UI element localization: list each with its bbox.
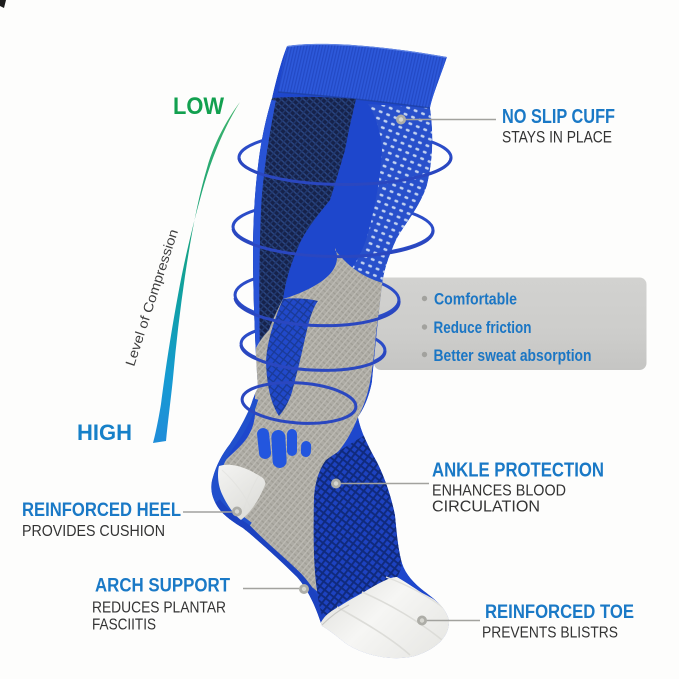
svg-text:CIRCULATION: CIRCULATION: [432, 499, 540, 516]
svg-text:NO SLIP CUFF: NO SLIP CUFF: [502, 106, 615, 128]
svg-text:REINFORCED HEEL: REINFORCED HEEL: [22, 499, 181, 521]
svg-text:REINFORCED TOE: REINFORCED TOE: [485, 601, 634, 623]
svg-text:STAYS IN PLACE: STAYS IN PLACE: [502, 129, 612, 147]
svg-text:Reduce friction: Reduce friction: [434, 318, 532, 337]
svg-text:Comfortable: Comfortable: [434, 290, 517, 309]
svg-text:REDUCES PLANTAR: REDUCES PLANTAR: [92, 600, 226, 617]
svg-text:FASCIITIS: FASCIITIS: [92, 617, 156, 634]
svg-text:LOW: LOW: [173, 93, 224, 120]
svg-text:HIGH: HIGH: [77, 420, 132, 445]
svg-text:ANKLE PROTECTION: ANKLE PROTECTION: [432, 460, 604, 482]
svg-text:PREVENTS BLISTRS: PREVENTS BLISTRS: [482, 625, 618, 642]
svg-text:Better sweat absorption: Better sweat absorption: [434, 346, 592, 365]
svg-text:ARCH SUPPORT: ARCH SUPPORT: [95, 575, 230, 597]
svg-text:ENHANCES BLOOD: ENHANCES BLOOD: [432, 483, 566, 500]
svg-text:PROVIDES CUSHION: PROVIDES CUSHION: [22, 523, 165, 540]
